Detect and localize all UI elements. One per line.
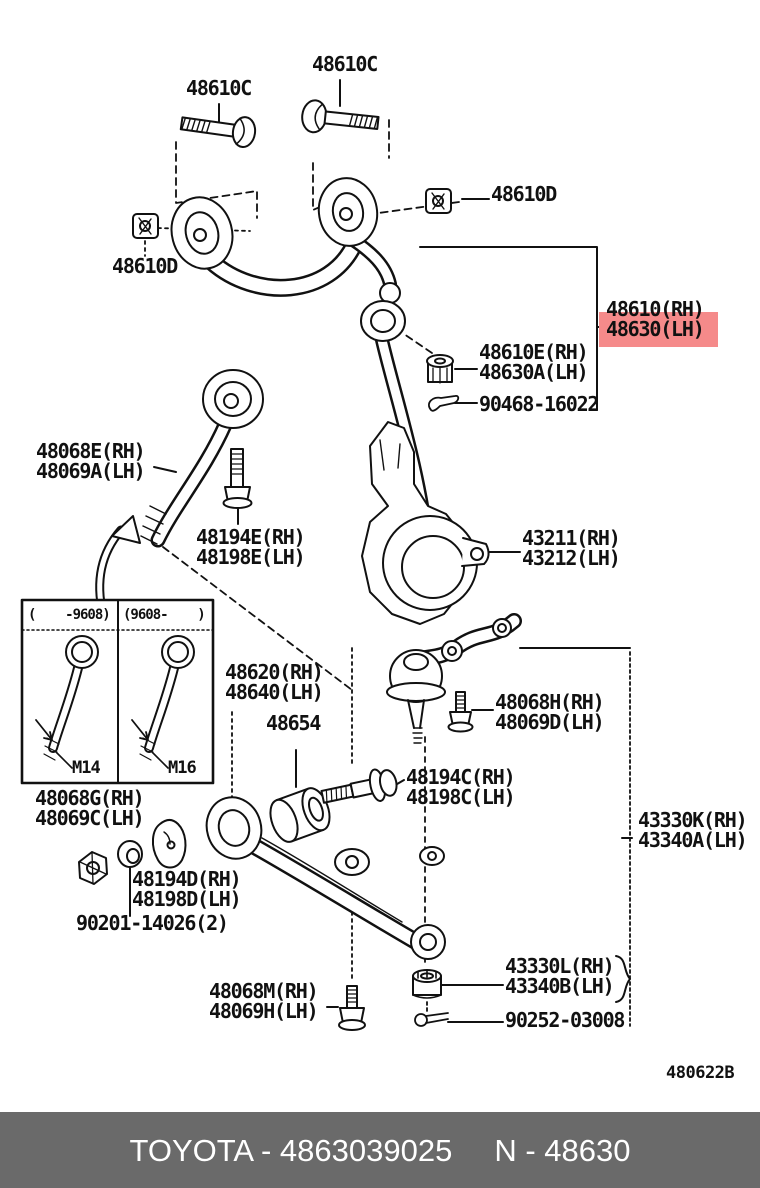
- selected-part-highlight: [599, 312, 718, 347]
- part-label-48068g[interactable]: 48068G(RH)48069C(LH): [35, 786, 145, 830]
- parts-illustration: [20, 79, 633, 1031]
- bolt-48194e: [222, 448, 253, 509]
- part-label-48610c-2[interactable]: 48610C: [312, 52, 378, 76]
- bushing-48654: [269, 787, 331, 843]
- part-label-90201[interactable]: 90201-14026(2): [76, 911, 229, 935]
- washer-90201: [117, 840, 143, 868]
- part-label-48068m[interactable]: 48068M(RH)48069H(LH): [209, 979, 319, 1023]
- bolt-48610c-right: [301, 99, 380, 134]
- footer-bar: TOYOTA - 4863039025 N - 48630: [0, 1112, 760, 1188]
- part-label-48610e[interactable]: 48610E(RH)48630A(LH): [479, 340, 589, 384]
- footer-catalog-number: TOYOTA - 4863039025: [129, 1132, 453, 1168]
- clip-90468: [428, 395, 460, 412]
- part-label-48068e[interactable]: 48068E(RH)48069A(LH): [36, 439, 146, 483]
- part-label-90468[interactable]: 90468-16022: [479, 392, 599, 416]
- cotter-pin-90252: [414, 1012, 449, 1027]
- part-label-48654[interactable]: 48654: [266, 711, 321, 735]
- inset-header-after-9608: (9608- ): [123, 607, 206, 623]
- hex-nut-48068g: [78, 851, 108, 885]
- part-label-48610-48630-selected[interactable]: 48610(RH)48630(LH): [606, 297, 705, 341]
- part-label-48610c-1[interactable]: 48610C: [186, 76, 252, 100]
- inset-box: [20, 598, 215, 785]
- part-label-43211[interactable]: 43211(RH)43212(LH): [522, 526, 621, 570]
- inset-rod-m16: [131, 635, 195, 769]
- inset-header-before-9608: ( -9608): [28, 607, 111, 623]
- bolt-48194c: [320, 768, 398, 804]
- nut-48610d-right: [425, 188, 452, 214]
- part-label-90252[interactable]: 90252-03008: [505, 1008, 625, 1032]
- footer-part-group: N - 48630: [494, 1132, 631, 1168]
- part-label-48194c[interactable]: 48194C(RH)48198C(LH): [406, 765, 516, 809]
- part-label-43330k[interactable]: 43330K(RH)43340A(LH): [638, 808, 748, 852]
- cam-plate-48194d: [152, 818, 187, 869]
- bolt-48068h: [447, 691, 474, 733]
- nut-48630a: [426, 354, 454, 384]
- inset-size-m16: M16: [168, 758, 197, 778]
- part-label-48068h[interactable]: 48068H(RH)48069D(LH): [495, 690, 605, 734]
- lower-control-arm-drawing: [205, 796, 446, 960]
- inset-size-m14: M14: [72, 758, 101, 778]
- upper-control-arm-drawing: [170, 177, 401, 315]
- inset-rod-m14: [35, 635, 99, 769]
- bolt-48068m: [338, 985, 366, 1031]
- part-label-48194d[interactable]: 48194D(RH)48198D(LH): [132, 867, 242, 911]
- part-label-48620[interactable]: 48620(RH)48640(LH): [225, 660, 324, 704]
- part-label-48610d-right[interactable]: 48610D: [491, 182, 557, 206]
- nut-48610d-left: [132, 213, 159, 239]
- part-label-43330l[interactable]: 43330L(RH)43340B(LH): [505, 954, 615, 998]
- steering-knuckle-drawing: [361, 421, 490, 625]
- knuckle-arm-drawing: [386, 613, 522, 744]
- part-label-48610d-left[interactable]: 48610D: [112, 254, 178, 278]
- castle-nut-43330l: [412, 969, 442, 999]
- drawing-code: 480622B: [666, 1063, 735, 1083]
- part-label-48194e[interactable]: 48194E(RH)48198E(LH): [196, 525, 306, 569]
- grouping-brace: [615, 955, 631, 1003]
- bolt-48610c-left: [179, 116, 257, 148]
- strut-rod-48068e-drawing: [140, 369, 264, 548]
